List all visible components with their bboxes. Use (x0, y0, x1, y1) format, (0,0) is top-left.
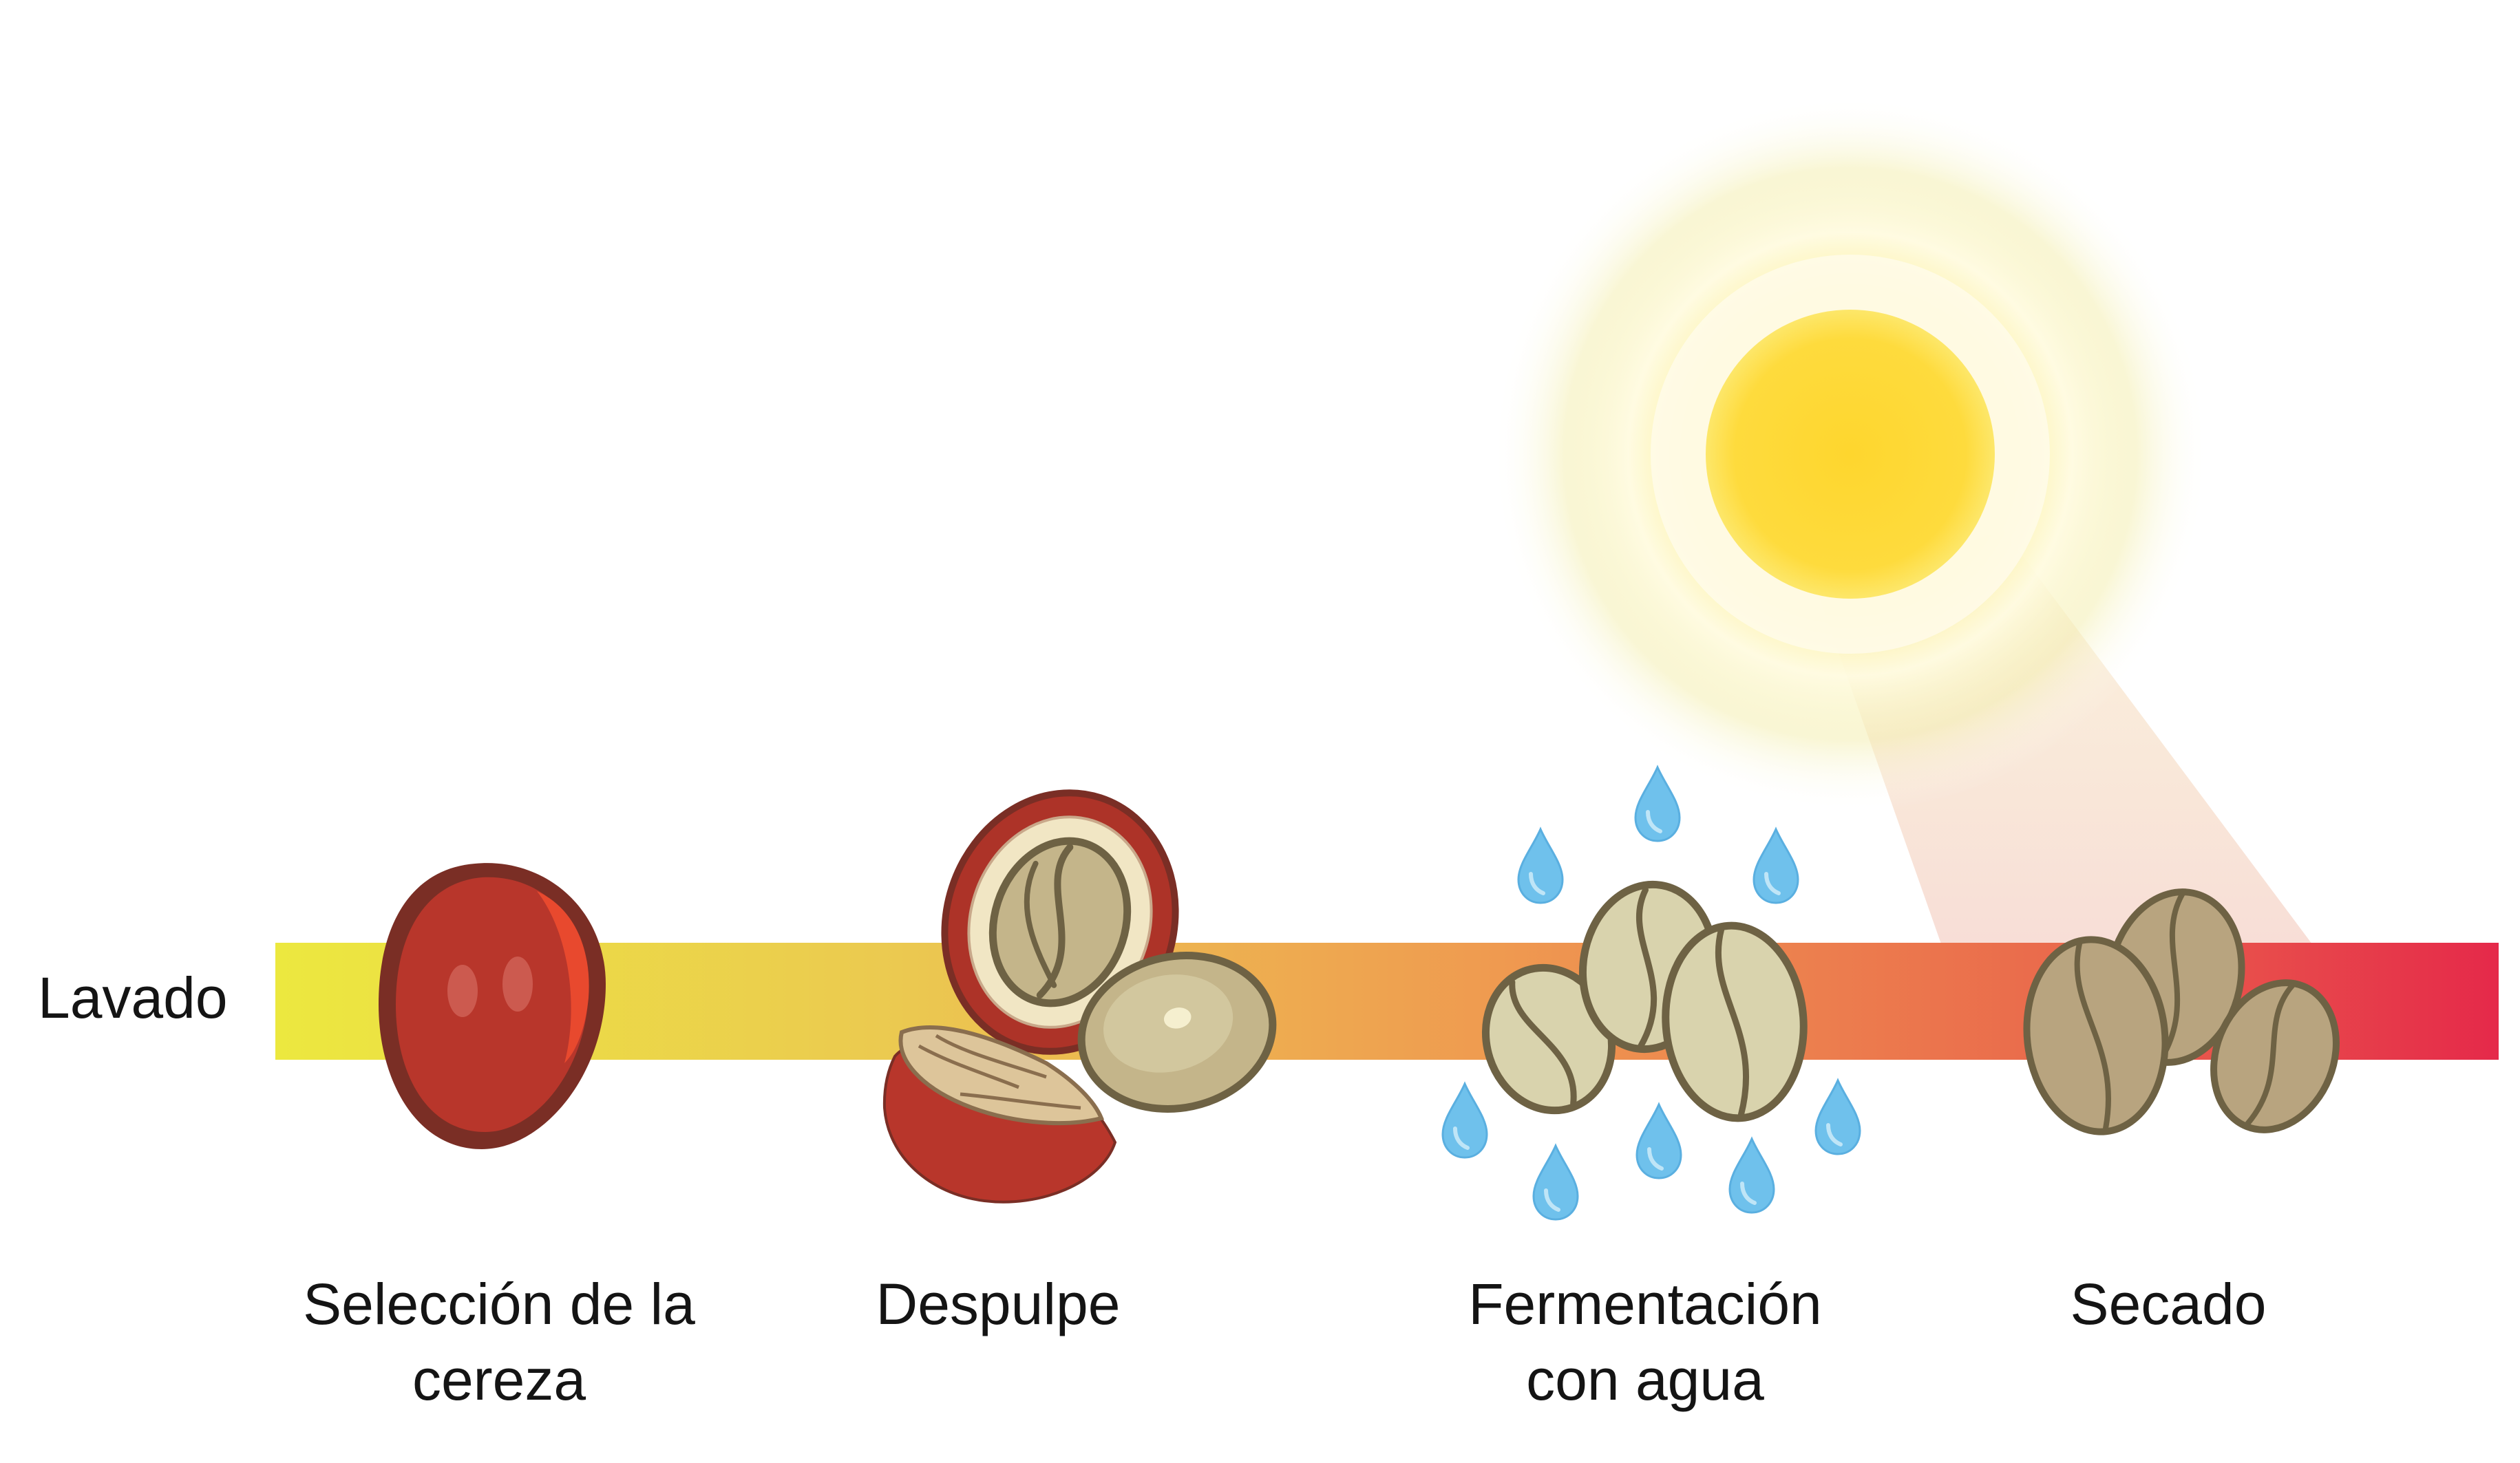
row-label: Lavado (38, 965, 228, 1030)
step-label-line: con agua (1526, 1347, 1764, 1412)
step-label-line: Selección de la (303, 1272, 695, 1336)
step-label-line: cereza (412, 1347, 586, 1412)
step-label-secado: Secado (1907, 1266, 2430, 1342)
dried-beans-icon (2023, 888, 2340, 1135)
step-label-despulpe: Despulpe (737, 1266, 1260, 1342)
coffee-cherry-icon (379, 863, 606, 1149)
pulped-cherry-icon (882, 789, 1277, 1204)
step-label-line: Fermentación (1468, 1272, 1822, 1336)
step-label-fermentacion: Fermentación con agua (1384, 1266, 1907, 1418)
step-label-line: Despulpe (876, 1272, 1121, 1336)
sun-icon (1492, 96, 2208, 812)
step-label-seleccion: Selección de la cereza (237, 1266, 761, 1418)
beans-with-water-drops-icon (1443, 767, 1860, 1219)
step-label-line: Secado (2070, 1272, 2267, 1336)
